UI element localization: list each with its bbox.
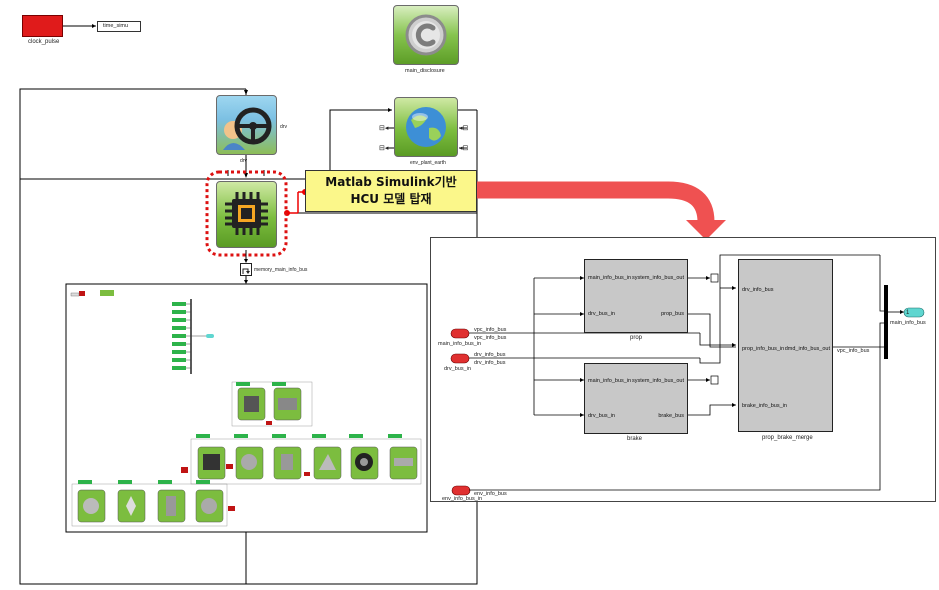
plant-block-row3 <box>71 480 235 527</box>
merge-port-prop-info-bus-in: prop_info_bus_in <box>742 346 785 352</box>
hcu-block[interactable] <box>216 181 277 248</box>
drv-bus-in-signal-2: drv_info_bus <box>474 360 506 366</box>
earth-port-icon-l1: ⊟◂ <box>379 125 389 132</box>
memory-icon <box>242 268 250 274</box>
env-info-bus-in-label: env_info_bus_in <box>442 496 483 502</box>
merge-subsystem-name: prop_brake_merge <box>762 435 813 441</box>
memory-label: memory_main_info_bus <box>254 267 308 273</box>
callout-line-1: Matlab Simulink기반 <box>325 175 457 189</box>
env-info-bus-signal: env_info_bus <box>474 491 507 497</box>
chip-icon <box>225 192 268 235</box>
merge-port-drv-info-bus: drv_info_bus <box>742 287 774 293</box>
earth-port-icon-l2: ⊟◂ <box>379 145 389 152</box>
plant-subsystem-area <box>70 290 422 527</box>
brake-port-drv-bus-in: drv_bus_in <box>588 413 615 419</box>
prop-port-prop-bus: prop_bus <box>661 311 684 317</box>
main-info-bus-out-label: main_info_bus <box>890 320 926 326</box>
brake-port-main-info-bus-in: main_info_bus_in <box>588 378 632 384</box>
merge-port-brake-info-bus-in: brake_info_bus_in <box>742 403 787 409</box>
hcu-callout: Matlab Simulink기반 HCU 모델 탑재 <box>305 170 477 212</box>
merge-port-dmd-info-bus-out: dmd_info_bus_out <box>784 346 830 352</box>
prop-subsystem-block[interactable]: main_info_bus_in drv_bus_in system_info_… <box>584 259 688 333</box>
plant-block-row1 <box>231 381 313 427</box>
driver-label-below: drv <box>240 158 247 164</box>
globe-icon <box>406 107 446 147</box>
main-info-bus-in-signal-2: vpc_info_bus <box>474 335 507 341</box>
main-info-bus-in-signal-1: vpc_info_bus <box>474 327 507 333</box>
main-info-bus-in-label: main_info_bus_in <box>438 341 482 347</box>
memory-block[interactable] <box>240 263 252 276</box>
clock-pulse-label: clock_pulse <box>28 39 60 45</box>
env-plant-earth-label: env_plant_earth <box>410 160 446 166</box>
driver-block[interactable] <box>216 95 277 155</box>
steering-wheel-icon <box>223 107 272 150</box>
brake-subsystem-block[interactable]: main_info_bus_in drv_bus_in system_info_… <box>584 363 688 434</box>
callout-line-2: HCU 모델 탑재 <box>350 192 432 206</box>
copyright-label: main_disclosure <box>405 68 445 74</box>
prop-port-main-info-bus-in: main_info_bus_in <box>588 275 632 281</box>
copyright-icon <box>405 14 447 56</box>
drv-bus-in-label: drv_bus_in <box>444 366 471 372</box>
copyright-block[interactable] <box>393 5 459 65</box>
prop-brake-merge-block[interactable]: drv_info_bus prop_info_bus_in brake_info… <box>738 259 833 432</box>
env-plant-earth-block[interactable] <box>394 97 458 157</box>
driver-label-right: drv <box>280 124 287 130</box>
prop-port-system-info-bus-out: system_info_bus_out <box>632 275 684 281</box>
prop-port-drv-bus-in: drv_bus_in <box>588 311 615 317</box>
plant-block-row2 <box>181 434 422 485</box>
brake-port-brake-bus: brake_bus <box>658 413 684 419</box>
inset-wiring <box>450 254 925 496</box>
prop-subsystem-name: prop <box>630 335 643 341</box>
vpc-info-bus-label: vpc_info_bus <box>837 348 870 354</box>
brake-port-system-info-bus-out: system_info_bus_out <box>632 378 684 384</box>
earth-port-icon-r1: ◂⊟ <box>459 125 469 132</box>
drv-bus-in-signal-1: drv_info_bus <box>474 352 506 358</box>
outport-number: 1 <box>906 310 910 316</box>
clock-pulse-block[interactable] <box>22 15 63 37</box>
time-simu-block[interactable]: time_simu <box>97 21 141 32</box>
earth-port-icon-r2: ◂⊟ <box>459 145 469 152</box>
brake-subsystem-name: brake <box>627 436 643 442</box>
